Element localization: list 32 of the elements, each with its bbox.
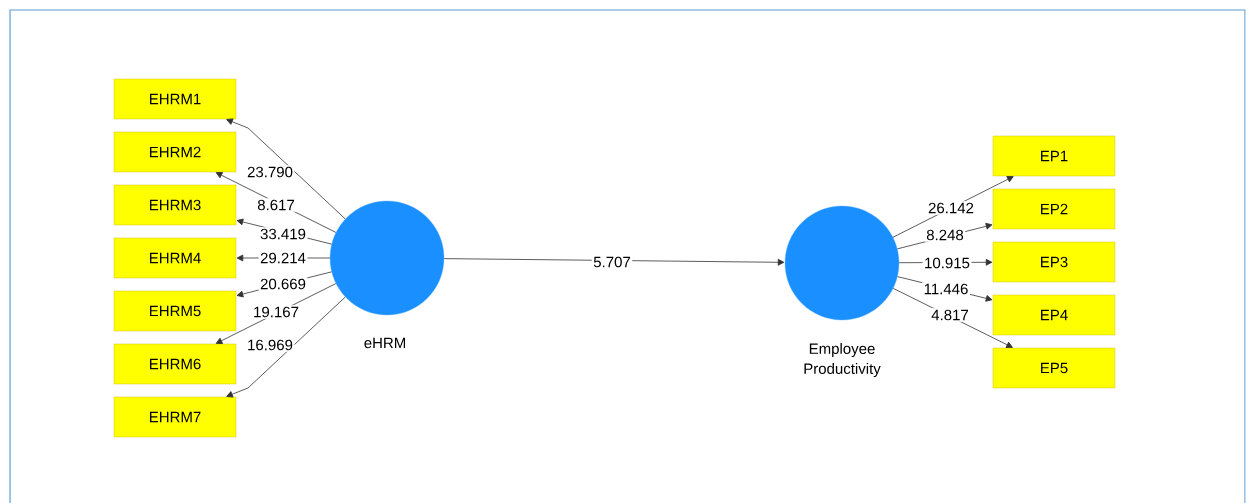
indicator-box: EHRM1 <box>113 78 237 120</box>
edge-label: 20.669 <box>258 277 308 291</box>
edge-label: 16.969 <box>245 338 295 352</box>
edge-label: 26.142 <box>926 201 976 215</box>
edge-label: 19.167 <box>251 305 301 319</box>
edge-label: 4.817 <box>929 308 971 322</box>
edge-label: 8.248 <box>924 228 966 242</box>
indicator-box: EP1 <box>992 135 1116 177</box>
indicator-box: EP5 <box>992 347 1116 389</box>
indicator-box: EP4 <box>992 294 1116 336</box>
construct-label: eHRM <box>364 337 405 349</box>
edge-label: 5.707 <box>591 255 633 269</box>
edge-label: 8.617 <box>255 198 297 212</box>
arrow <box>443 258 785 266</box>
indicator-box: EHRM2 <box>113 131 237 173</box>
arrow <box>226 296 346 398</box>
indicator-box: EHRM4 <box>113 237 237 279</box>
indicator-box: EP3 <box>992 241 1116 283</box>
construct-label: Employee Productivity <box>804 343 881 377</box>
edge-label: 33.419 <box>258 227 308 241</box>
construct-circle <box>784 205 900 321</box>
indicator-box: EHRM3 <box>113 184 237 226</box>
edge-label: 11.446 <box>922 282 970 296</box>
arrow <box>226 118 346 220</box>
indicator-box: EP2 <box>992 188 1116 230</box>
indicator-box: EHRM7 <box>113 396 237 438</box>
edge-label: 23.790 <box>245 165 295 179</box>
indicator-box: EHRM6 <box>113 343 237 385</box>
indicator-box: EHRM5 <box>113 290 237 332</box>
construct-circle <box>329 200 445 316</box>
edge-label: 10.915 <box>922 256 972 270</box>
edge-label: 29.214 <box>258 251 308 265</box>
